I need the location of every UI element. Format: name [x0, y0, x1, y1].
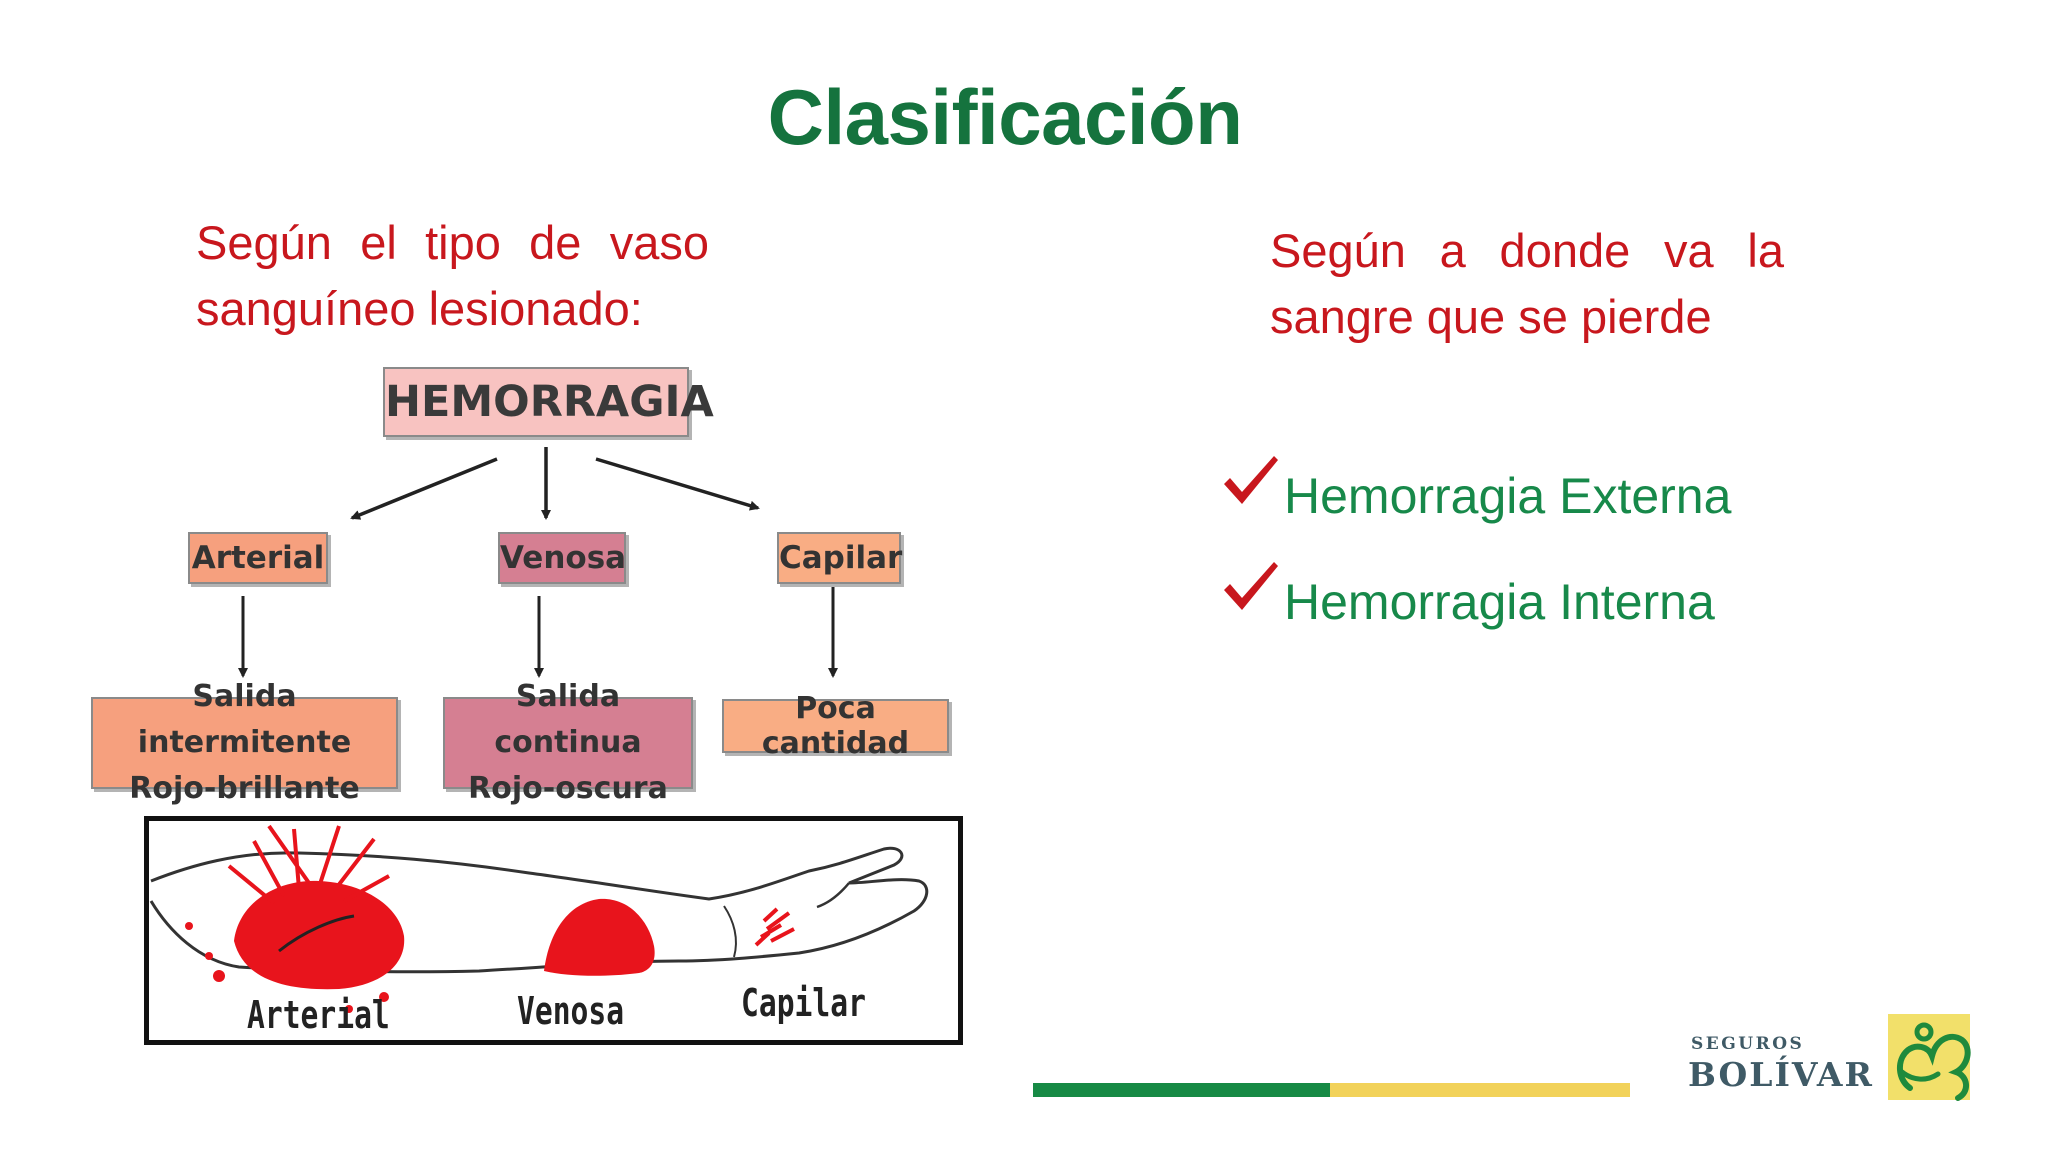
- hand-line: [816, 882, 850, 909]
- slide-title: Clasificación: [767, 73, 1243, 161]
- type-label-capilar: Capilar: [779, 540, 903, 576]
- type-box-capilar: Capilar: [777, 532, 903, 584]
- arrow-root-arterial: [350, 457, 498, 520]
- type-label-venosa: Venosa: [500, 540, 627, 576]
- type-box-arterial: Arterial: [188, 532, 328, 584]
- venous-blood: [544, 898, 655, 976]
- arm-outline: [149, 846, 929, 974]
- bullet-label: Hemorragia Externa: [1284, 468, 1732, 524]
- detail-venosa-line2: Rojo-oscura: [468, 771, 668, 806]
- diagram-root-box: HEMORRAGIA: [383, 367, 714, 437]
- bullet-item: Hemorragia Interna: [1220, 562, 1715, 632]
- arm-drawing: [149, 824, 929, 1013]
- arterial-spray: [227, 824, 390, 905]
- detail-capilar-line1: Poca cantidad: [761, 691, 910, 761]
- bullet-item: Hemorragia Externa: [1220, 456, 1732, 526]
- footer-stripe-green: [1033, 1083, 1330, 1097]
- footer-stripe-yellow: [1330, 1083, 1630, 1097]
- illustration-label-capilar: Capilar: [741, 981, 866, 1025]
- detail-box-venosa: Salida continua Rojo-oscura: [443, 679, 693, 806]
- type-label-arterial: Arterial: [191, 540, 325, 576]
- detail-venosa-line1: Salida continua: [494, 679, 642, 760]
- diagram-root-label: HEMORRAGIA: [385, 377, 714, 427]
- check-icon: [1224, 562, 1278, 610]
- detail-box-capilar: Poca cantidad: [722, 691, 949, 761]
- bullet-label: Hemorragia Interna: [1284, 574, 1715, 630]
- arterial-blood: [234, 880, 405, 990]
- detail-box-arterial: Salida intermitente Rojo-brillante: [91, 679, 398, 806]
- arrow-root-capilar: [595, 457, 760, 511]
- arm-illustration: Arterial Venosa Capilar: [144, 816, 963, 1045]
- seguros-bolivar-logo: SEGUROS BOLÍVAR: [1688, 1010, 1988, 1110]
- logo-small-text: SEGUROS: [1691, 1034, 1805, 1054]
- illustration-label-venosa: Venosa: [517, 989, 625, 1033]
- type-box-venosa: Venosa: [498, 532, 626, 584]
- capillary-blood: [754, 907, 795, 947]
- right-heading: Según a donde va la sangre que se pierde: [1270, 224, 1784, 343]
- illustration-label-arterial: Arterial: [247, 993, 390, 1037]
- logo-mark-icon: [1888, 1014, 1971, 1101]
- check-icon: [1224, 456, 1278, 504]
- left-heading: Según el tipo de vaso sanguíneo lesionad…: [196, 216, 709, 335]
- wrist-line: [723, 905, 737, 958]
- logo-big-text: BOLÍVAR: [1688, 1055, 1874, 1094]
- detail-arterial-line1: Salida intermitente: [137, 679, 352, 760]
- detail-arterial-line2: Rojo-brillante: [129, 771, 360, 806]
